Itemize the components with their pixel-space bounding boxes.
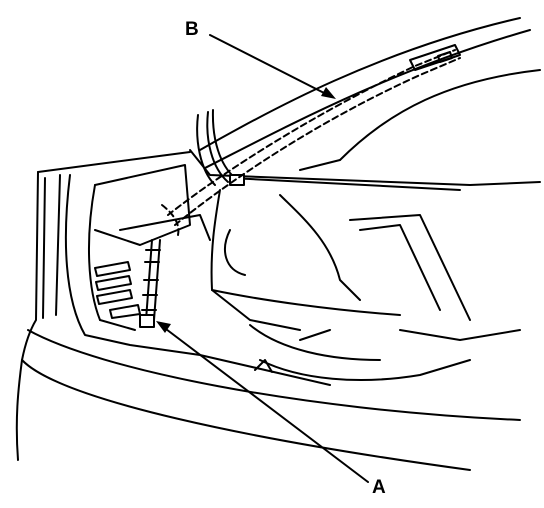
callout-label-a: A (372, 477, 386, 498)
trunk-interior (210, 189, 521, 381)
harness-a-cable (139, 239, 161, 328)
rear-window-outline (199, 17, 541, 169)
rear-shelf (189, 149, 541, 191)
callout-label-b: B (185, 19, 199, 40)
trunk-inner-left-panel (64, 164, 331, 386)
harness-cable-upper (196, 109, 245, 186)
high-mount-connector (409, 44, 461, 71)
vent-slats (94, 261, 141, 319)
hidden-harness-path (161, 49, 461, 236)
callout-b-leader (209, 34, 336, 99)
callout-a-leader (156, 321, 369, 483)
trunk-lid-outer (15, 151, 521, 471)
